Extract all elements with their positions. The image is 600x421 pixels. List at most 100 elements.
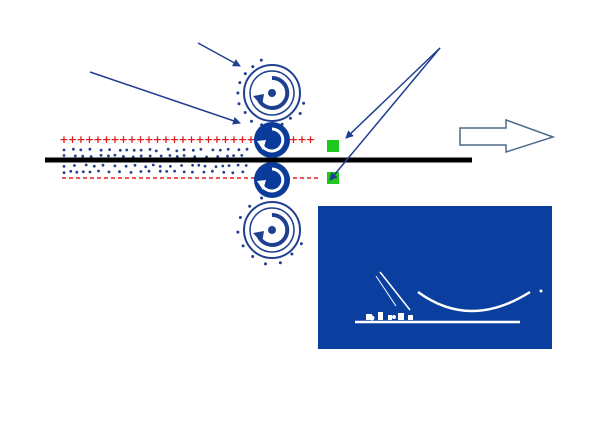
hollow-right-arrow-icon — [459, 118, 556, 154]
plus-sign: + — [212, 133, 221, 146]
upper-contact-roller — [254, 122, 290, 158]
particle-dot — [62, 154, 66, 157]
bristle-dot — [238, 81, 242, 85]
bristle-dot — [236, 91, 240, 95]
lower-brush-roller — [243, 201, 301, 259]
plus-sign: + — [195, 133, 204, 146]
particle-dot — [125, 148, 129, 152]
bristle-dot — [236, 230, 240, 234]
particle-dot — [88, 147, 92, 151]
particle-dot — [79, 148, 83, 152]
particle-dot — [147, 169, 151, 173]
plus-sign: + — [85, 133, 94, 146]
particle-dot — [97, 169, 100, 173]
particle-dot — [218, 148, 222, 152]
particle-dot — [99, 153, 103, 157]
particle-dot — [107, 170, 111, 174]
particle-dot — [62, 171, 66, 175]
particle-dot — [73, 164, 76, 167]
particle-dot — [132, 148, 136, 152]
bristle-dot — [259, 58, 263, 62]
lower-brush-bristles — [236, 196, 303, 266]
bristle-dot — [298, 112, 302, 115]
particle-dot — [151, 163, 155, 167]
particle-dot — [203, 164, 207, 168]
particle-dot — [221, 164, 225, 168]
pointer-arrow-sensor-bottom — [329, 47, 441, 181]
particle-dot — [191, 148, 195, 152]
particle-dot — [232, 154, 236, 158]
pointer-arrow-contact — [89, 71, 241, 125]
particle-dot — [227, 164, 231, 168]
pointer-arrow-brush — [197, 42, 241, 67]
particle-dot — [182, 148, 186, 152]
plus-sign: + — [59, 133, 68, 146]
plus-sign: + — [68, 133, 77, 146]
brush-roller-icon — [253, 212, 290, 247]
particle-dot — [81, 154, 85, 158]
sensor-top — [327, 140, 339, 152]
plus-sign: + — [289, 133, 298, 146]
particle-dot — [240, 154, 244, 157]
particle-dot — [88, 170, 92, 174]
particle-dot — [99, 148, 103, 152]
bristle-dot — [260, 196, 264, 200]
particle-dot — [175, 149, 179, 153]
particle-dot — [107, 154, 110, 158]
bristle-dot — [288, 116, 292, 120]
particle-dot — [92, 164, 96, 168]
particle-dot — [226, 147, 230, 151]
particle-dot — [182, 154, 186, 157]
particle-dot — [169, 164, 172, 168]
particle-dot — [144, 165, 148, 169]
bristle-dot — [302, 101, 306, 105]
plus-sign: + — [93, 133, 102, 146]
particle-dot — [245, 147, 249, 151]
inset-arc — [417, 290, 531, 313]
bristle-dot — [243, 72, 247, 76]
particle-dot — [216, 155, 220, 158]
plus-sign: + — [136, 133, 145, 146]
particle-dot — [139, 170, 143, 173]
particle-dot — [101, 163, 105, 167]
bristle-dot — [299, 242, 303, 246]
plus-sign: + — [102, 133, 111, 146]
particle-dot — [108, 148, 111, 152]
particle-dot — [231, 171, 235, 175]
plus-sign: + — [297, 133, 306, 146]
particle-dot — [199, 147, 203, 151]
bristle-dot — [251, 255, 255, 258]
particle-dot — [118, 170, 121, 174]
sensor-bottom — [327, 172, 339, 184]
inset-lead-line — [379, 271, 411, 311]
plus-sign: + — [246, 133, 255, 146]
particle-dot — [211, 169, 214, 173]
plus-sign: + — [153, 133, 162, 146]
particle-dot — [191, 163, 195, 167]
particle-dot — [165, 170, 169, 173]
bristle-dot — [241, 244, 245, 248]
lower-contact-roller — [254, 162, 290, 198]
particle-dot — [175, 155, 179, 158]
pointer-arrow-sensor-top — [345, 47, 441, 139]
particle-dot — [124, 164, 128, 168]
particle-dot — [154, 149, 158, 153]
particle-dot — [129, 171, 133, 174]
particle-dot — [197, 163, 201, 167]
particle-dot — [236, 163, 240, 167]
particle-dot — [69, 169, 73, 173]
particle-dot — [72, 147, 75, 151]
particle-dot — [226, 154, 229, 158]
bristle-dot — [248, 204, 252, 208]
plus-sign: + — [119, 133, 128, 146]
particle-dot — [139, 154, 143, 158]
particle-dot — [222, 170, 226, 174]
plus-sign: + — [204, 133, 213, 146]
plus-sign: + — [170, 133, 179, 146]
particle-dot — [148, 148, 152, 151]
particle-dot — [139, 148, 143, 152]
contact-roller-icon — [257, 127, 285, 153]
bristle-dot — [237, 102, 241, 106]
particle-dot — [182, 170, 186, 174]
